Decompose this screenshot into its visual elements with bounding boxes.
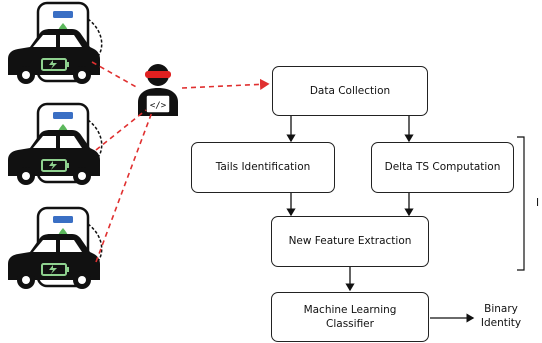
delta-ts-computation-node: Delta TS Computation [371, 142, 514, 193]
link-car3-hacker [95, 111, 153, 263]
bracket-label: I [536, 197, 540, 209]
binary-identity-label: Binary Identity [474, 303, 528, 330]
tails-identification-node: Tails Identification [191, 142, 335, 193]
processing-bracket [517, 136, 525, 271]
ev-car-icon-1 [6, 1, 103, 86]
svg-text:</>: </> [150, 101, 167, 111]
ml-classifier-node: Machine Learning Classifier [271, 292, 429, 342]
link-car2-hacker [95, 109, 147, 151]
new-feature-extraction-node: New Feature Extraction [271, 216, 429, 267]
link-hacker-data-collection [181, 78, 270, 90]
ml-classifier-line1: Machine Learning [303, 303, 397, 316]
data-collection-node: Data Collection [272, 66, 428, 116]
output-line1: Binary [484, 303, 518, 315]
ev-car-icon-2 [6, 102, 103, 187]
ml-classifier-line2: Classifier [326, 318, 374, 330]
output-line2: Identity [480, 316, 522, 329]
hacker-icon: </> [138, 64, 178, 116]
ev-car-icon-3 [6, 206, 103, 291]
